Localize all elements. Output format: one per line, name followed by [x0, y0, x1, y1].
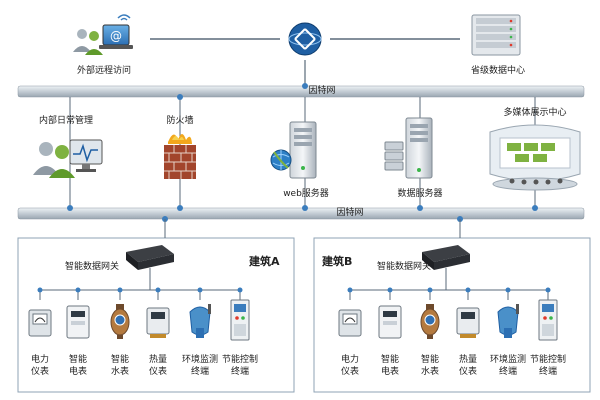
device-label-line1: 智能 [110, 355, 130, 365]
multimedia-center-label: 多媒体展示中心 [503, 108, 567, 118]
data-server-icon [384, 117, 433, 179]
device-label-line2: 仪表 [30, 367, 50, 377]
internal-mgmt-label: 内部日常管理 [38, 116, 94, 126]
gateway-a-icon [126, 245, 174, 270]
device-label-line1: 环境监测 [489, 355, 527, 365]
energy-control-terminal-icon [538, 287, 558, 341]
heat-meter-icon [456, 287, 480, 338]
device-label-line1: 电力 [340, 355, 360, 365]
device-label-line2: 电表 [68, 367, 88, 377]
device-label-line2: 水表 [420, 367, 440, 377]
building-a-tree [40, 268, 240, 291]
device-label-line1: 环境监测 [181, 355, 219, 365]
power-meter-icon [338, 287, 362, 337]
device-label-line1: 节能控制 [221, 355, 259, 365]
building-b-title: 建筑B [322, 255, 353, 268]
top-links [150, 38, 460, 86]
multimedia-center-icon [489, 124, 581, 191]
power-meter-icon [28, 287, 52, 337]
device-label-line2: 终端 [230, 367, 250, 377]
device-label-line1: 电力 [30, 355, 50, 365]
bus-connector-dots [67, 83, 538, 222]
firewall-label: 防火墙 [166, 116, 194, 126]
router-icon [288, 22, 322, 56]
smart-water-meter-icon [110, 287, 130, 339]
building-b-tree [350, 268, 548, 291]
ethernet-bus-2 [17, 207, 585, 220]
gateway-b-icon [422, 245, 470, 270]
device-label-line2: 水表 [110, 367, 130, 377]
building-a-devices [28, 287, 250, 341]
provincial-dc-label: 省级数据中心 [470, 66, 526, 76]
device-label-line1: 节能控制 [529, 355, 567, 365]
smart-electric-meter-icon [66, 287, 90, 339]
environment-sensor-icon [189, 287, 211, 338]
remote-access-icon: @ [73, 14, 133, 55]
building-a-title: 建筑A [249, 255, 280, 268]
device-label-line2: 仪表 [340, 367, 360, 377]
building-b-box [313, 237, 591, 393]
device-label-line2: 电表 [380, 367, 400, 377]
device-label-line1: 智能 [68, 355, 88, 365]
firewall-icon [164, 134, 196, 179]
device-label-line2: 仪表 [458, 367, 478, 377]
device-label-line2: 终端 [190, 367, 210, 377]
device-label-line2: 终端 [538, 367, 558, 377]
smart-water-meter-icon [420, 287, 440, 339]
energy-control-terminal-icon [230, 287, 250, 341]
ethernet-2-label: 因特网 [336, 208, 364, 218]
ethernet-1-label: 因特网 [308, 86, 336, 96]
internal-management-icon [33, 139, 103, 178]
web-server-label: web服务器 [283, 189, 329, 199]
ethernet-bus-1 [17, 85, 585, 98]
web-server-icon [270, 121, 317, 179]
gateway-b-label: 智能数据网关 [376, 262, 432, 272]
device-label-line1: 智能 [380, 355, 400, 365]
device-label-line1: 热量 [458, 355, 478, 365]
building-b-devices [338, 287, 558, 341]
heat-meter-icon [146, 287, 170, 338]
remote-access-label: 外部远程访问 [76, 66, 132, 76]
gateway-a-label: 智能数据网关 [64, 262, 120, 272]
environment-sensor-icon [497, 287, 519, 338]
device-label-line2: 终端 [498, 367, 518, 377]
building-a-box [17, 237, 295, 393]
device-label-line1: 热量 [148, 355, 168, 365]
server-rack-icon [471, 14, 521, 56]
smart-electric-meter-icon [378, 287, 402, 339]
svg-text:@: @ [110, 29, 122, 43]
device-label-line1: 智能 [420, 355, 440, 365]
data-server-label: 数据服务器 [397, 189, 443, 199]
device-label-line2: 仪表 [148, 367, 168, 377]
